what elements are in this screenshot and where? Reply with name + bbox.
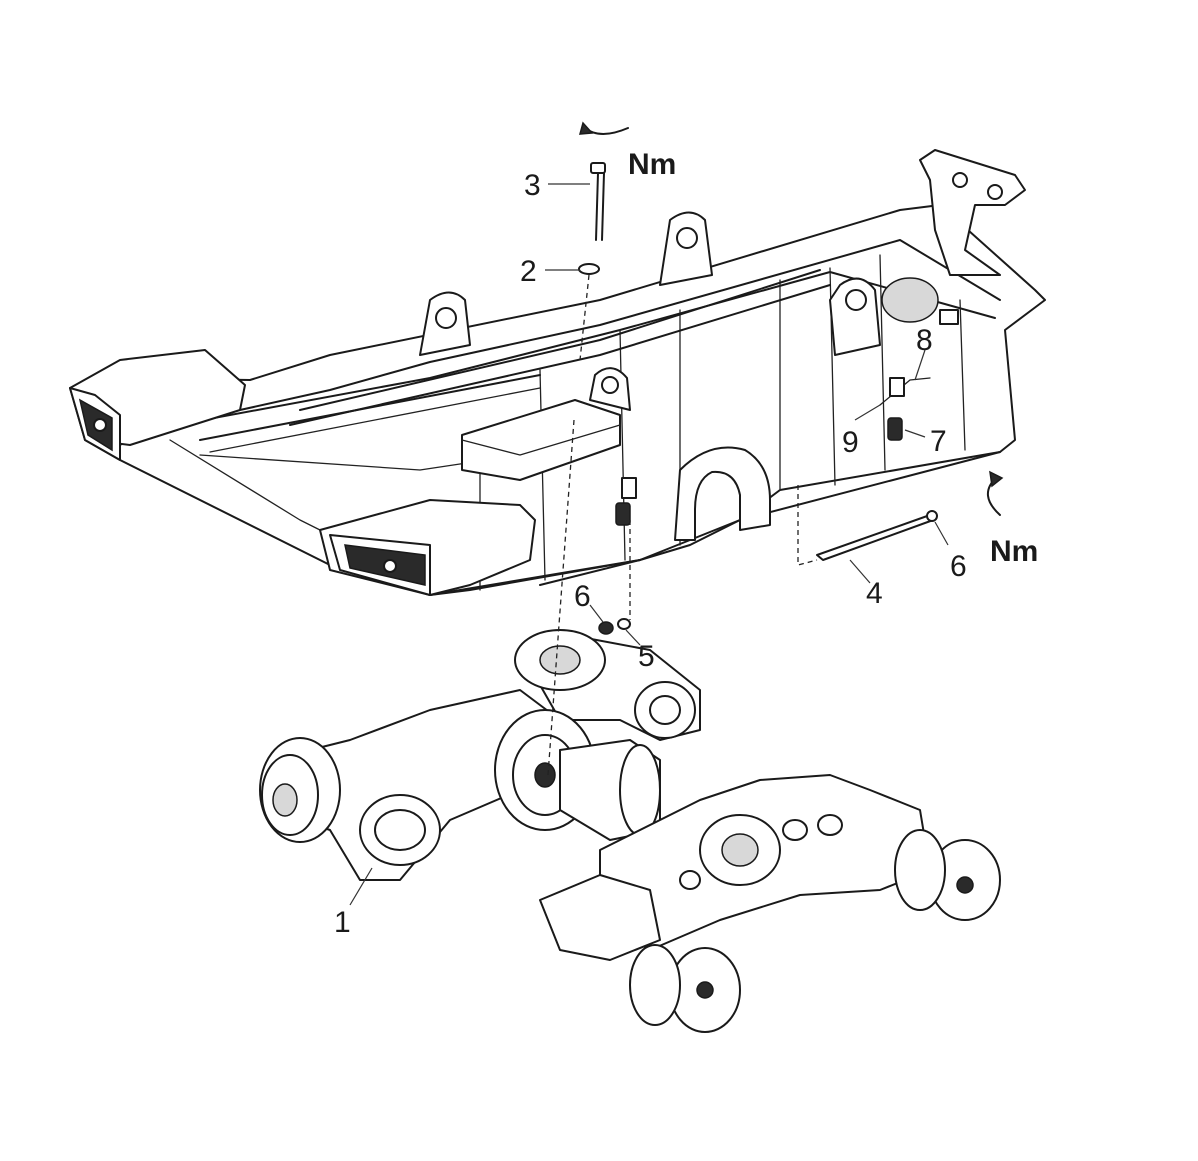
leader-lines (349, 183, 949, 906)
callout-6-top: 6 (574, 580, 591, 613)
fasteners (578, 162, 938, 635)
callout-4: 4 (866, 577, 883, 610)
torque-label-top: Nm (628, 148, 676, 181)
main-frame (69, 149, 1046, 596)
washer-5 (617, 618, 631, 630)
nut-6 (598, 621, 614, 635)
rotate-arrow-icon (987, 470, 1004, 516)
callout-9: 9 (842, 426, 859, 459)
bolt-3 (590, 162, 606, 174)
callout-3: 3 (524, 169, 541, 202)
callout-2: 2 (520, 255, 537, 288)
pin-4 (816, 514, 937, 561)
callout-6-right: 6 (950, 550, 967, 583)
assembly-lines (547, 274, 818, 776)
rotate-arrow-icon (578, 121, 629, 135)
callout-1: 1 (334, 906, 351, 939)
washer-2 (578, 263, 600, 275)
callout-5: 5 (638, 640, 655, 673)
callout-8: 8 (916, 324, 933, 357)
bogie-assembly (259, 629, 1001, 1033)
callout-7: 7 (930, 425, 947, 458)
torque-label-right: Nm (990, 535, 1038, 568)
